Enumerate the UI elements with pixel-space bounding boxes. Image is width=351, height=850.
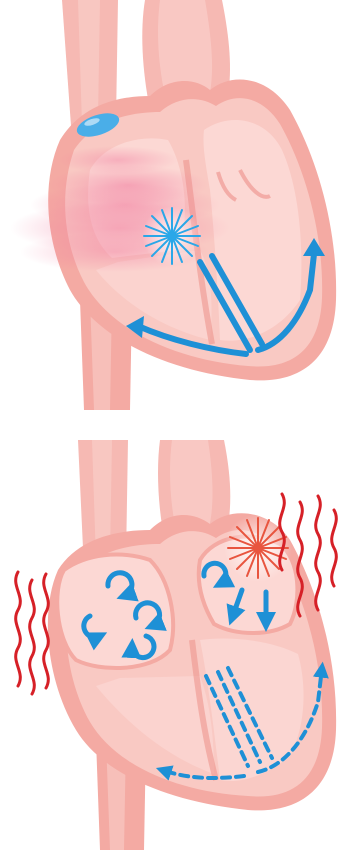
normal-heart-illustration [0, 0, 351, 420]
electrical-spark-icon [142, 206, 202, 266]
heart-body [48, 513, 336, 810]
fibrillating-heart-panel [0, 440, 351, 850]
normal-heart-panel [0, 0, 351, 420]
fibrillating-heart-illustration [0, 440, 351, 850]
